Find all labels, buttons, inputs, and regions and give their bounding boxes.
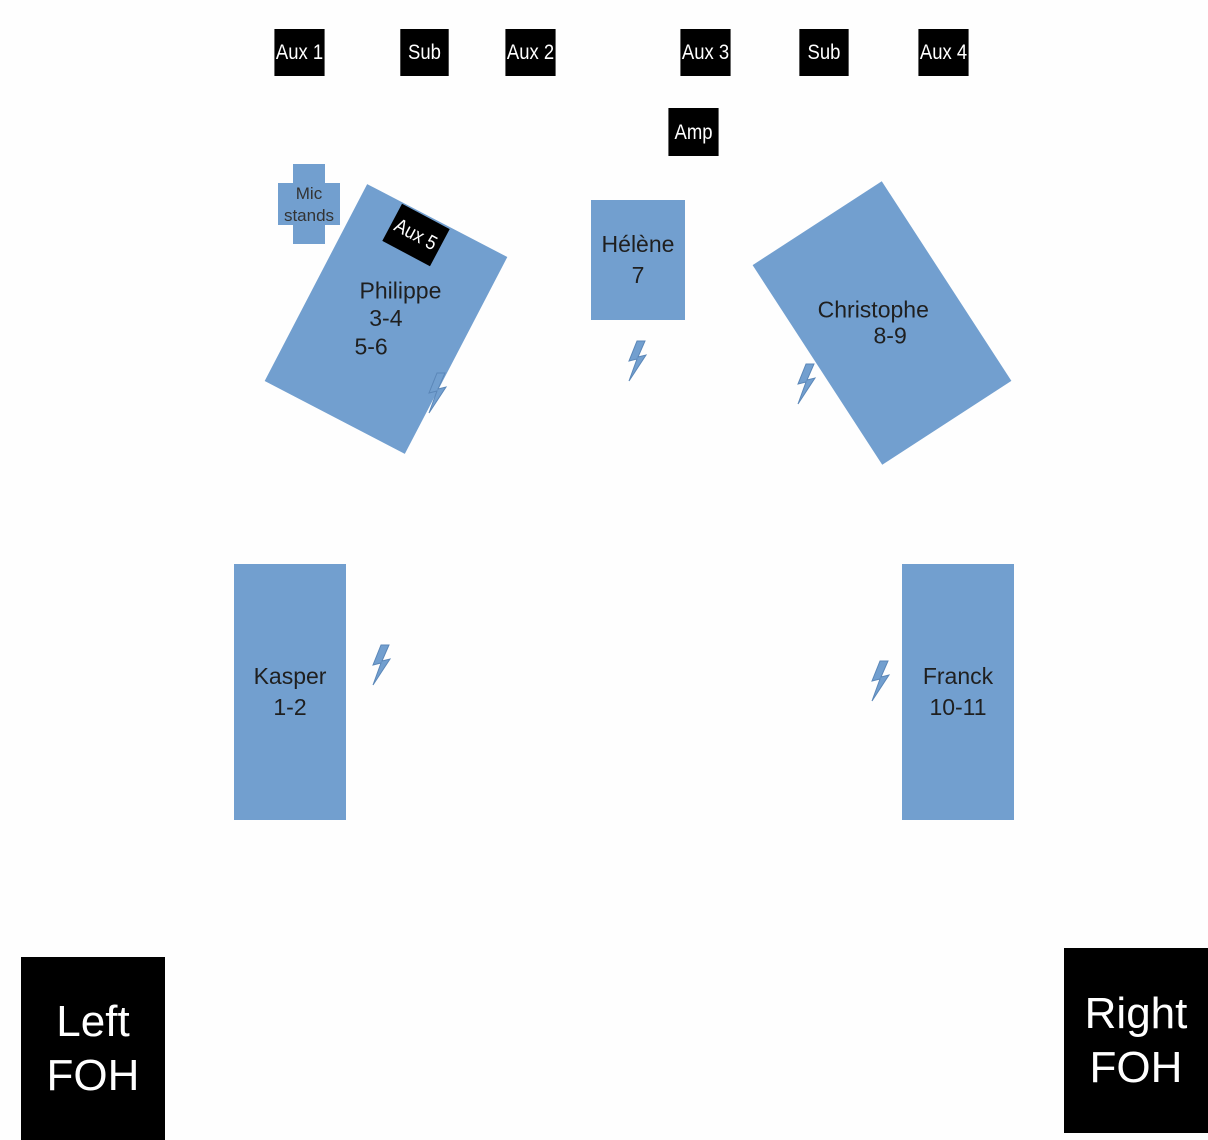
aux3-speaker: Aux 3 — [680, 29, 731, 76]
lightning-bolt-icon — [628, 340, 648, 382]
lightning-bolt-icon — [428, 372, 448, 414]
christophe-zone: Christophe 8-9 — [752, 181, 1012, 465]
lightning-bolt-icon — [372, 644, 392, 686]
sub-right-speaker: Sub — [799, 29, 849, 76]
helene-zone: Hélène 7 — [591, 200, 685, 320]
left-foh-label-2: FOH — [46, 1050, 140, 1100]
amp: Amp — [668, 108, 719, 156]
franck-zone: Franck 10-11 — [902, 564, 1014, 820]
aux4-speaker: Aux 4 — [918, 29, 969, 76]
left-foh-speaker: Left FOH — [21, 957, 165, 1140]
helene-channels: 7 — [631, 262, 645, 288]
kasper-name: Kasper — [253, 662, 327, 689]
mic-stands-label-2: stands — [283, 206, 335, 226]
right-foh-label-1: Right — [1084, 988, 1188, 1038]
left-foh-label-1: Left — [56, 996, 130, 1046]
helene-name: Hélène — [601, 230, 675, 257]
franck-name: Franck — [922, 662, 994, 689]
franck-channels: 10-11 — [929, 694, 987, 720]
lightning-bolt-icon — [871, 660, 891, 702]
kasper-channels: 1-2 — [273, 694, 307, 720]
lightning-bolt-icon — [797, 363, 817, 405]
christophe-channels: 8-9 — [873, 322, 908, 349]
aux2-speaker: Aux 2 — [505, 29, 556, 76]
sub-left-speaker: Sub — [400, 29, 449, 76]
mic-stands: Mic stands — [278, 164, 340, 244]
philippe-channels-1: 3-4 — [369, 305, 403, 332]
mic-stands-label-1: Mic — [295, 184, 323, 203]
philippe-channels-2: 5-6 — [355, 333, 389, 360]
kasper-zone: Kasper 1-2 — [234, 564, 346, 820]
right-foh-label-2: FOH — [1089, 1042, 1183, 1092]
aux1-speaker: Aux 1 — [274, 29, 325, 76]
aux5-label: Aux 5 — [391, 214, 442, 255]
right-foh-speaker: Right FOH — [1064, 948, 1208, 1133]
